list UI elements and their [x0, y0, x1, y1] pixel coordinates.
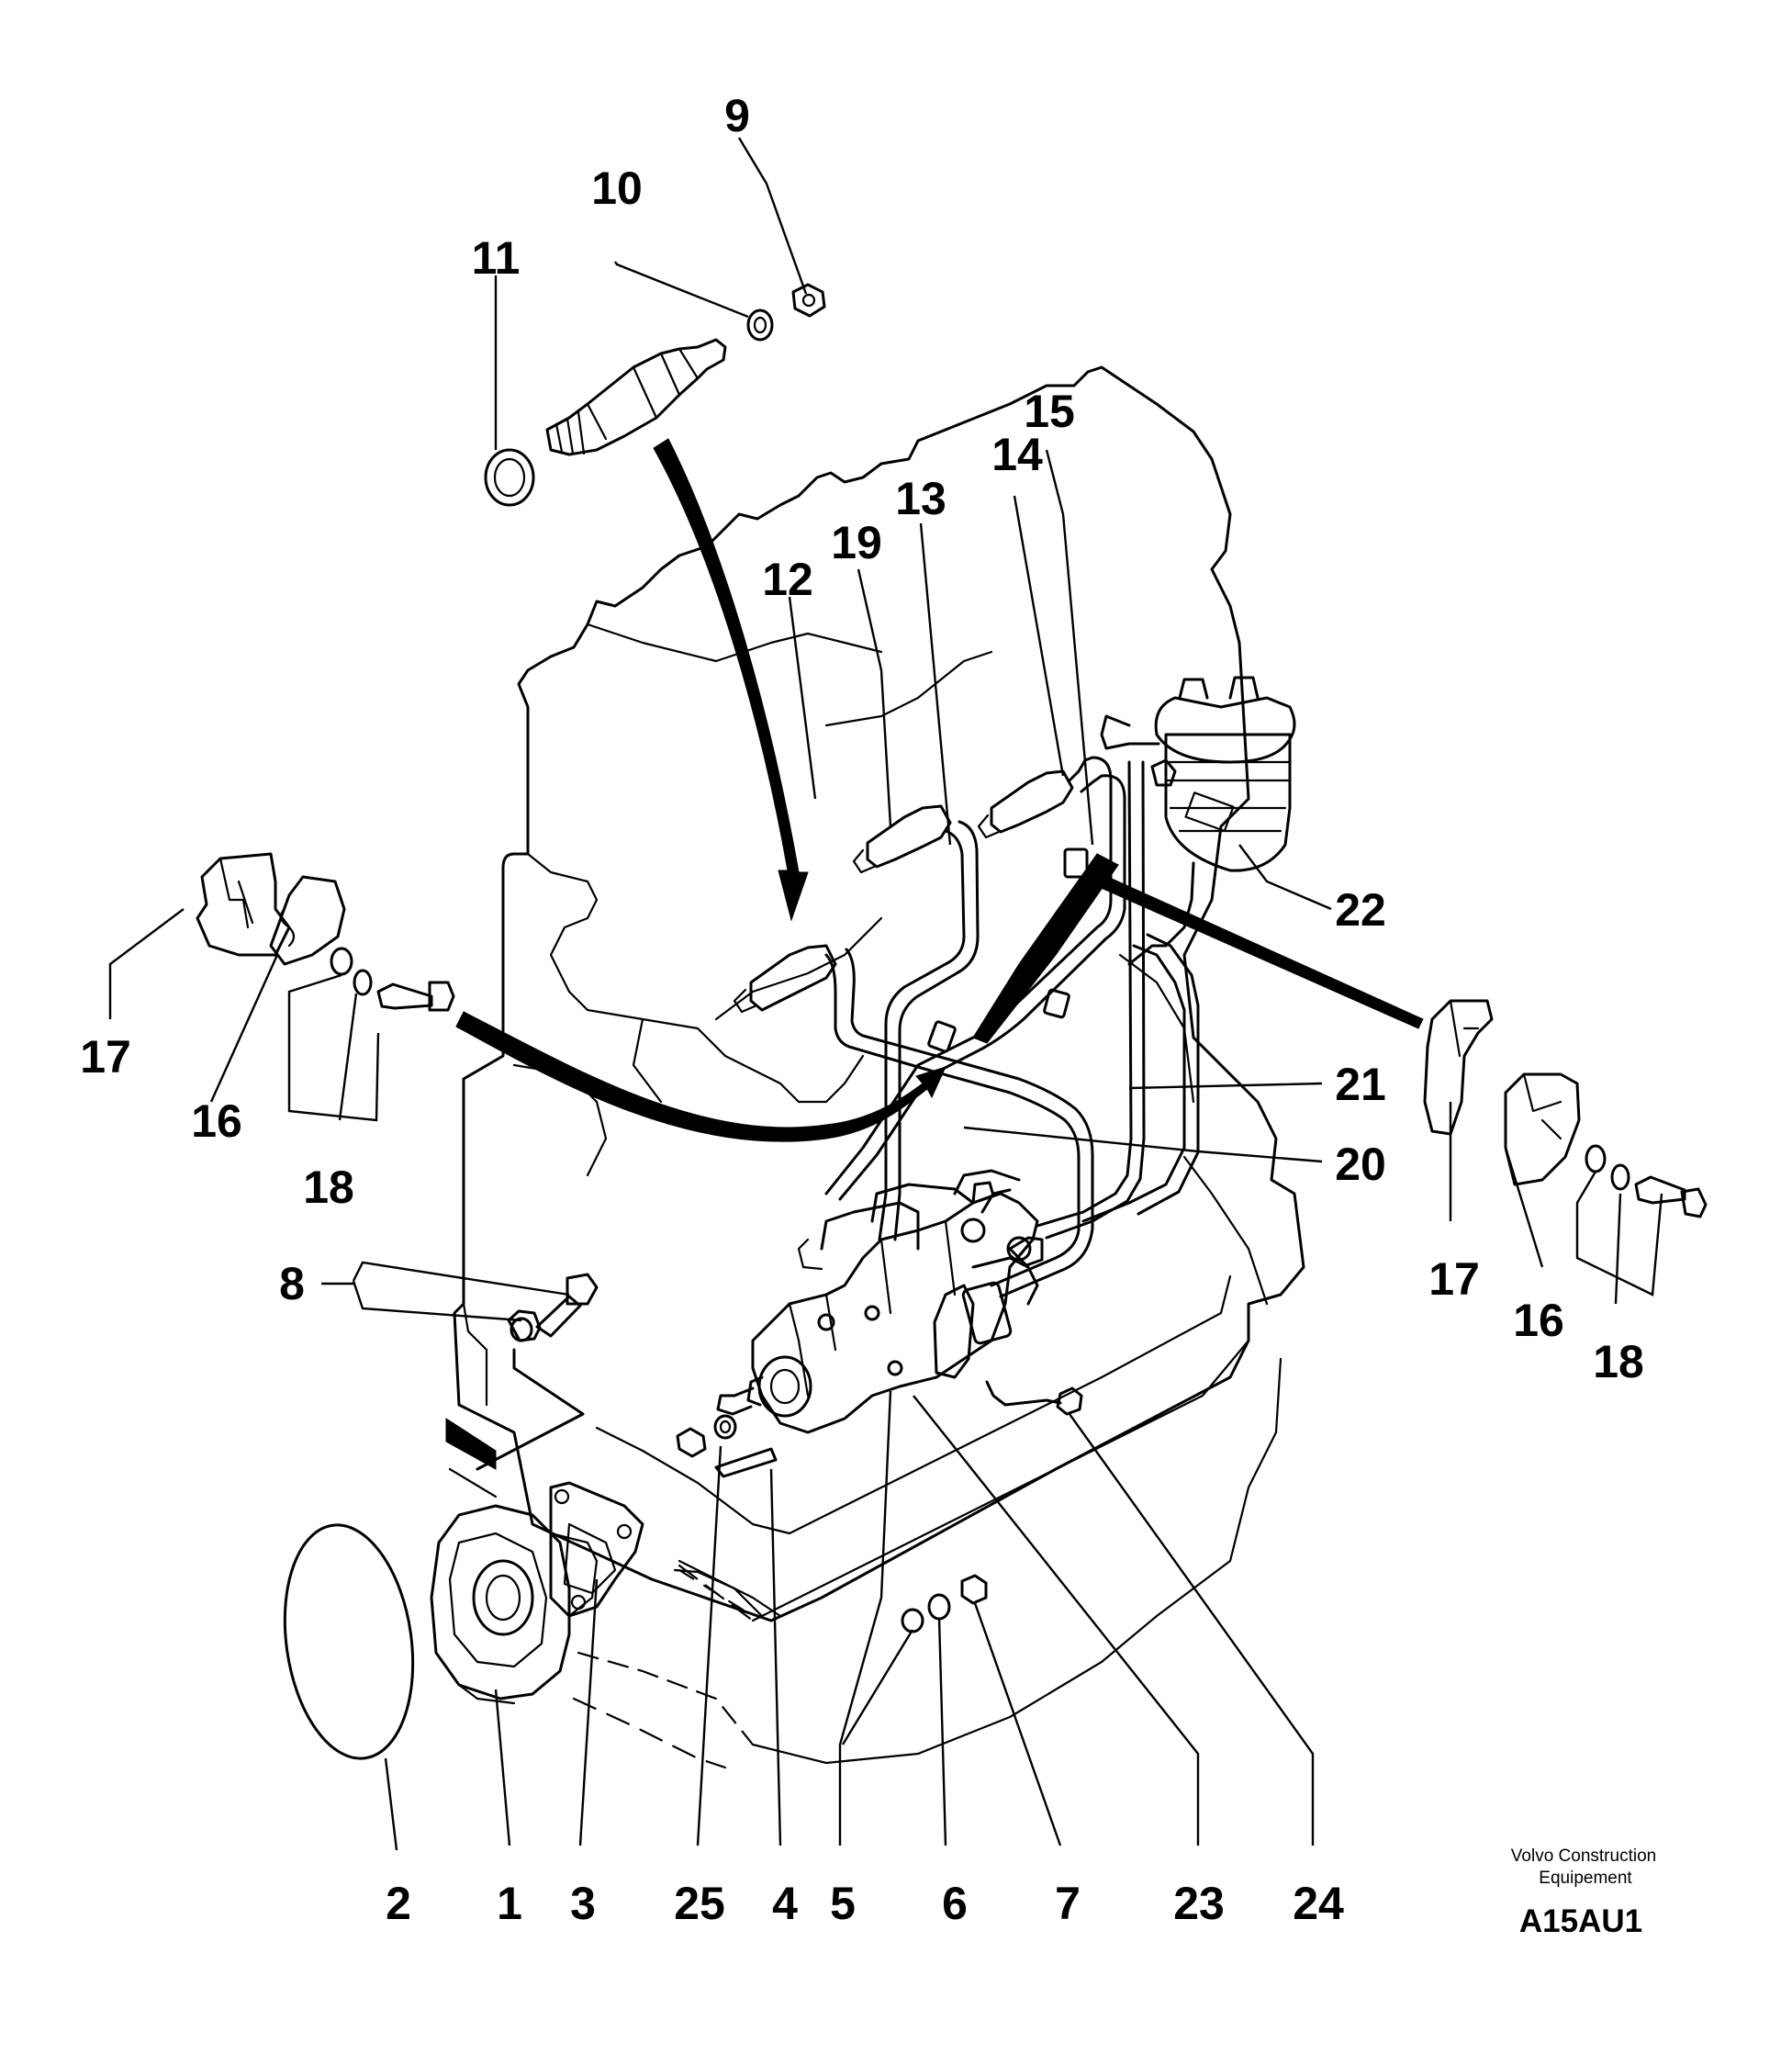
callout-21: 21	[1335, 1059, 1386, 1110]
fuel-filter	[1100, 676, 1296, 872]
callout-16-right: 16	[1513, 1295, 1564, 1346]
callout-18-left: 18	[303, 1162, 354, 1213]
callout-6: 6	[942, 1878, 968, 1929]
callout-25: 25	[674, 1878, 725, 1929]
front-housing	[283, 1348, 644, 1760]
clamp-16-right	[1504, 1072, 1581, 1186]
callout-19: 19	[831, 517, 882, 568]
leader-lines	[108, 137, 1663, 1851]
callout-1: 1	[497, 1878, 522, 1929]
pump-housing-1	[430, 1504, 571, 1700]
install-arrow-pipe	[972, 853, 1119, 1044]
nut-9	[791, 283, 826, 318]
sealing-washer-11	[484, 448, 535, 507]
figure-code: A15AU1	[1519, 1903, 1642, 1939]
injector-body	[545, 338, 727, 456]
callout-17-left: 17	[80, 1031, 131, 1083]
pipe-clamp-20	[927, 1020, 957, 1053]
callout-labels: 9 10 11 12 13 14 15 19 17 16 18 22 21 20…	[80, 90, 1644, 1929]
callout-16-left: 16	[191, 1095, 242, 1147]
brand-line-1: Volvo Construction	[1511, 1846, 1656, 1866]
clamp-16-left	[269, 875, 346, 966]
installed-injectors	[733, 769, 1074, 1014]
callout-9: 9	[724, 90, 750, 141]
clamp-17-right	[1423, 999, 1494, 1136]
callout-18-right: 18	[1593, 1336, 1644, 1387]
callout-24: 24	[1293, 1878, 1344, 1929]
callout-3: 3	[570, 1878, 596, 1929]
callout-11: 11	[472, 232, 521, 284]
injector-assembly	[484, 283, 826, 507]
injection-pump	[716, 1169, 1083, 1434]
callout-23: 23	[1173, 1878, 1225, 1929]
callout-5: 5	[830, 1878, 856, 1929]
callout-2: 2	[386, 1878, 411, 1929]
o-ring-2	[283, 1523, 415, 1760]
callout-14: 14	[991, 429, 1043, 480]
left-bracket-assembly	[196, 852, 455, 1012]
fasteners	[507, 1273, 988, 1633]
install-arrow-left-bracket	[455, 1011, 946, 1142]
callout-12: 12	[762, 554, 813, 605]
callout-7: 7	[1055, 1878, 1081, 1929]
callout-15: 15	[1024, 386, 1075, 437]
engine-block	[453, 365, 1305, 1769]
pipe-clamp-15	[1063, 847, 1089, 879]
callout-22: 22	[1335, 884, 1386, 936]
callout-4: 4	[772, 1878, 798, 1929]
callout-20: 20	[1335, 1139, 1386, 1190]
washer-10	[746, 309, 774, 342]
fuel-pipes	[824, 756, 1200, 1298]
callout-13: 13	[895, 473, 946, 524]
clamp-17-left	[196, 852, 291, 957]
callout-17-right: 17	[1428, 1253, 1480, 1305]
right-bracket-assembly	[1423, 999, 1708, 1218]
footer-brand: Volvo Construction Equipement A15AU1	[1511, 1846, 1656, 1939]
gasket-3	[549, 1481, 644, 1618]
install-arrow-injector	[653, 438, 809, 922]
callout-10: 10	[591, 163, 643, 214]
callout-8: 8	[279, 1258, 305, 1309]
brand-line-2: Equipement	[1539, 1869, 1632, 1888]
